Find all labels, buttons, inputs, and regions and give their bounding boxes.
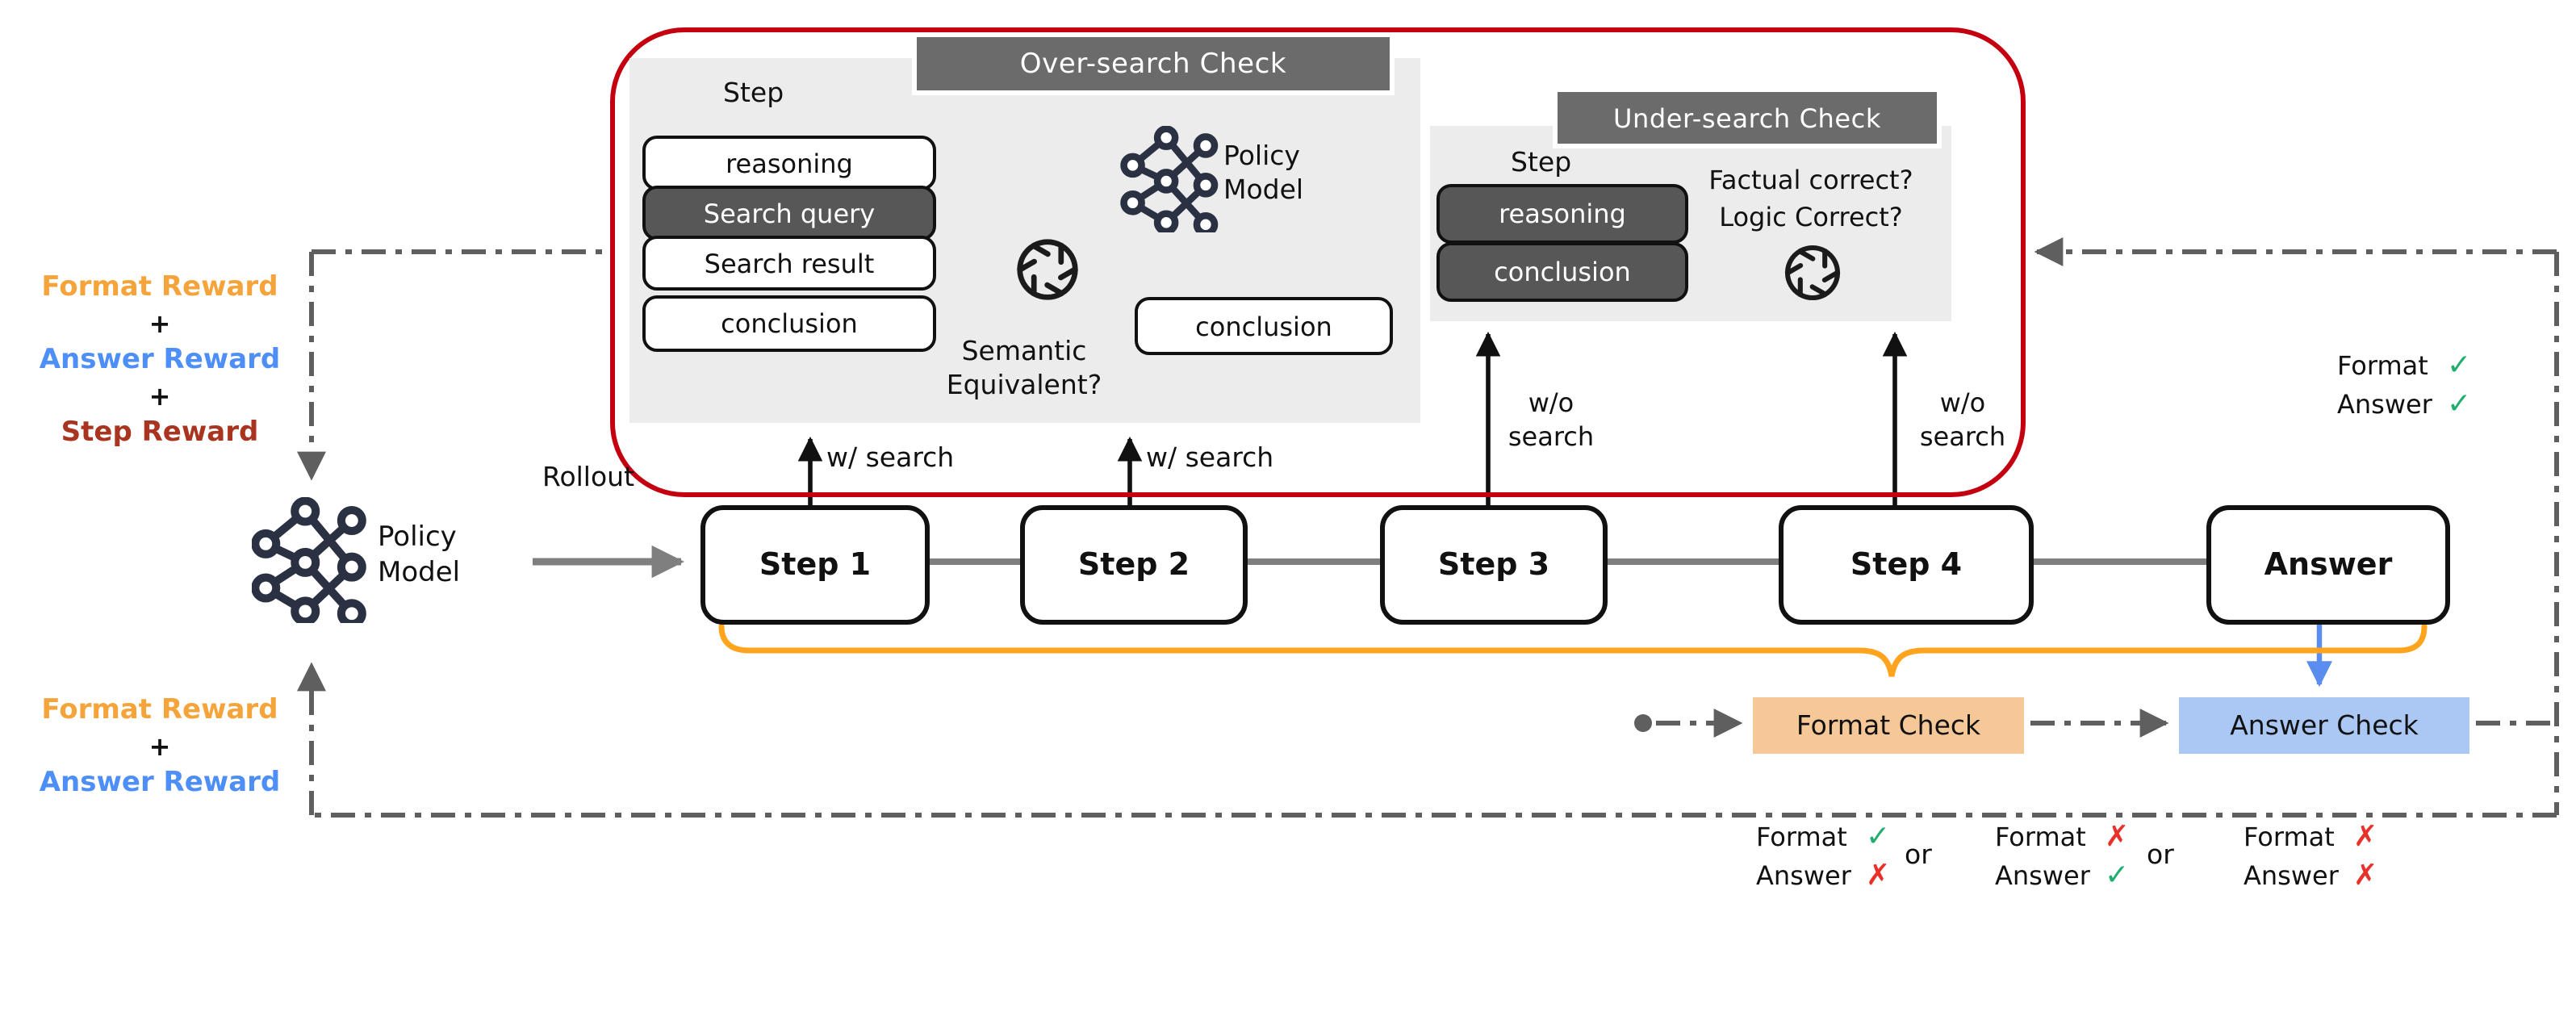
over-search-step-label: Step: [723, 77, 784, 108]
or-label-1: or: [1905, 839, 1932, 870]
format-word: Format: [2244, 821, 2335, 851]
status-tr-answer-row: Answer ✓: [2337, 384, 2471, 423]
gpt-judge-icon-undersearch: [1784, 245, 1841, 300]
wo2-line1: w/o: [1939, 387, 1986, 418]
step-1-box: Step 1: [700, 505, 930, 625]
wo1-line1: w/o: [1528, 387, 1574, 418]
conclusion-text-right: conclusion: [1195, 311, 1332, 341]
policy-main-line2: Model: [378, 557, 461, 590]
search-query-text: Search query: [703, 198, 876, 228]
answer-word: Answer: [2337, 388, 2432, 419]
check-icon: ✓: [2105, 858, 2130, 892]
policy-model-icon-main: [252, 497, 366, 623]
status-group-2: Format ✗ Answer ✓: [1995, 817, 2129, 894]
check-icon: ✓: [2447, 348, 2472, 382]
under-search-title: Under-search Check: [1553, 87, 1942, 148]
cross-icon: ✗: [2353, 858, 2378, 892]
under-reasoning-box: reasoning: [1436, 184, 1688, 244]
policy-main-line1: Policy: [378, 521, 457, 554]
over-search-title-text: Over-search Check: [1019, 48, 1287, 80]
conclusion-text-left: conclusion: [721, 308, 858, 339]
format-reward-top: Format Reward: [41, 271, 278, 303]
semantic-equivalent-question: Semantic Equivalent?: [891, 334, 1157, 404]
check-icon: ✓: [2447, 387, 2472, 420]
reasoning-box: reasoning: [642, 136, 936, 190]
step-reward: Step Reward: [61, 416, 259, 449]
reward-check-region-border: [610, 27, 2026, 497]
cross-icon: ✗: [2353, 819, 2378, 853]
step-3-box: Step 3: [1380, 505, 1608, 625]
answer-check-text: Answer Check: [2230, 710, 2419, 741]
without-search-label-2: w/o search: [1911, 387, 2014, 454]
format-word: Format: [1756, 821, 1847, 851]
step-3-text: Step 3: [1437, 547, 1550, 583]
with-search-label-1: w/ search: [826, 442, 955, 473]
answer-word: Answer: [1995, 859, 2090, 890]
search-result-box: Search result: [642, 236, 936, 291]
answer-reward-bottom: Answer Reward: [39, 767, 281, 799]
or-label-2: or: [2147, 839, 2174, 870]
plus-2: +: [148, 381, 171, 412]
conclusion-box-left: conclusion: [642, 295, 936, 352]
format-reward-bottom: Format Reward: [41, 694, 278, 726]
answer-check-box: Answer Check: [2179, 697, 2469, 754]
with-search-label-2: w/ search: [1146, 442, 1274, 473]
step-2-text: Step 2: [1077, 547, 1190, 583]
reasoning-text: reasoning: [726, 148, 853, 178]
under-conclusion-text: conclusion: [1494, 257, 1631, 287]
plus-3: +: [148, 731, 171, 762]
step-1-text: Step 1: [759, 547, 872, 583]
check-icon: ✓: [1866, 819, 1891, 853]
policy-line2: Model: [1223, 174, 1304, 206]
format-word: Format: [2337, 349, 2428, 380]
under-search-step-label: Step: [1511, 147, 1572, 178]
format-word: Format: [1995, 821, 2086, 851]
plus-1: +: [148, 308, 171, 339]
status-group-3: Format ✗ Answer ✗: [2244, 817, 2377, 894]
under-conclusion-box: conclusion: [1436, 242, 1688, 302]
gpt-judge-icon-oversearch: [1017, 239, 1078, 300]
under-reasoning-text: reasoning: [1499, 199, 1626, 229]
format-check-text: Format Check: [1796, 710, 1981, 741]
wo2-line2: search: [1919, 420, 2006, 452]
answer-box: Answer: [2206, 505, 2450, 625]
policy-model-icon-oversearch: [1120, 126, 1219, 232]
rewards-bottom-block: Format Reward + Answer Reward: [23, 694, 297, 799]
loop-start-dot: [1634, 714, 1652, 732]
step-2-box: Step 2: [1020, 505, 1248, 625]
semantic-line1: Semantic: [961, 336, 1087, 366]
answer-word: Answer: [1756, 859, 1851, 890]
orange-brace: [718, 623, 2428, 677]
logic-correct-text: Logic Correct?: [1719, 202, 1903, 233]
search-result-text: Search result: [704, 248, 875, 278]
rewards-top-block: Format Reward + Answer Reward + Step Rew…: [23, 274, 297, 447]
status-group-1: Format ✓ Answer ✗: [1756, 817, 1890, 894]
policy-line1: Policy: [1223, 140, 1300, 171]
step-4-box: Step 4: [1779, 505, 2034, 625]
status-tr-format-row: Format ✓: [2337, 345, 2471, 384]
policy-model-label-main: Policy Model: [378, 520, 494, 591]
answer-reward-top: Answer Reward: [39, 344, 281, 376]
cross-icon: ✗: [2105, 819, 2130, 853]
rollout-label: Rollout: [542, 462, 635, 492]
under-search-title-text: Under-search Check: [1612, 102, 1882, 133]
answer-word: Answer: [2244, 859, 2339, 890]
step-4-text: Step 4: [1850, 547, 1963, 583]
conclusion-box-right: conclusion: [1135, 297, 1393, 355]
answer-text: Answer: [2264, 547, 2393, 583]
factual-logic-question: Factual correct? Logic Correct?: [1682, 161, 1940, 236]
status-top-right: Format ✓ Answer ✓: [2337, 345, 2471, 423]
factual-correct-text: Factual correct?: [1708, 165, 1913, 195]
search-query-box: Search query: [642, 186, 936, 240]
over-search-title: Over-search Check: [912, 32, 1395, 95]
without-search-label-1: w/o search: [1499, 387, 1603, 454]
semantic-line2: Equivalent?: [946, 370, 1102, 401]
cross-icon: ✗: [1866, 858, 1891, 892]
feedback-loop-dashes: [297, 237, 2559, 818]
wo1-line2: search: [1508, 420, 1595, 452]
format-check-box: Format Check: [1753, 697, 2024, 754]
policy-model-label-oversearch: Policy Model: [1223, 139, 1336, 208]
